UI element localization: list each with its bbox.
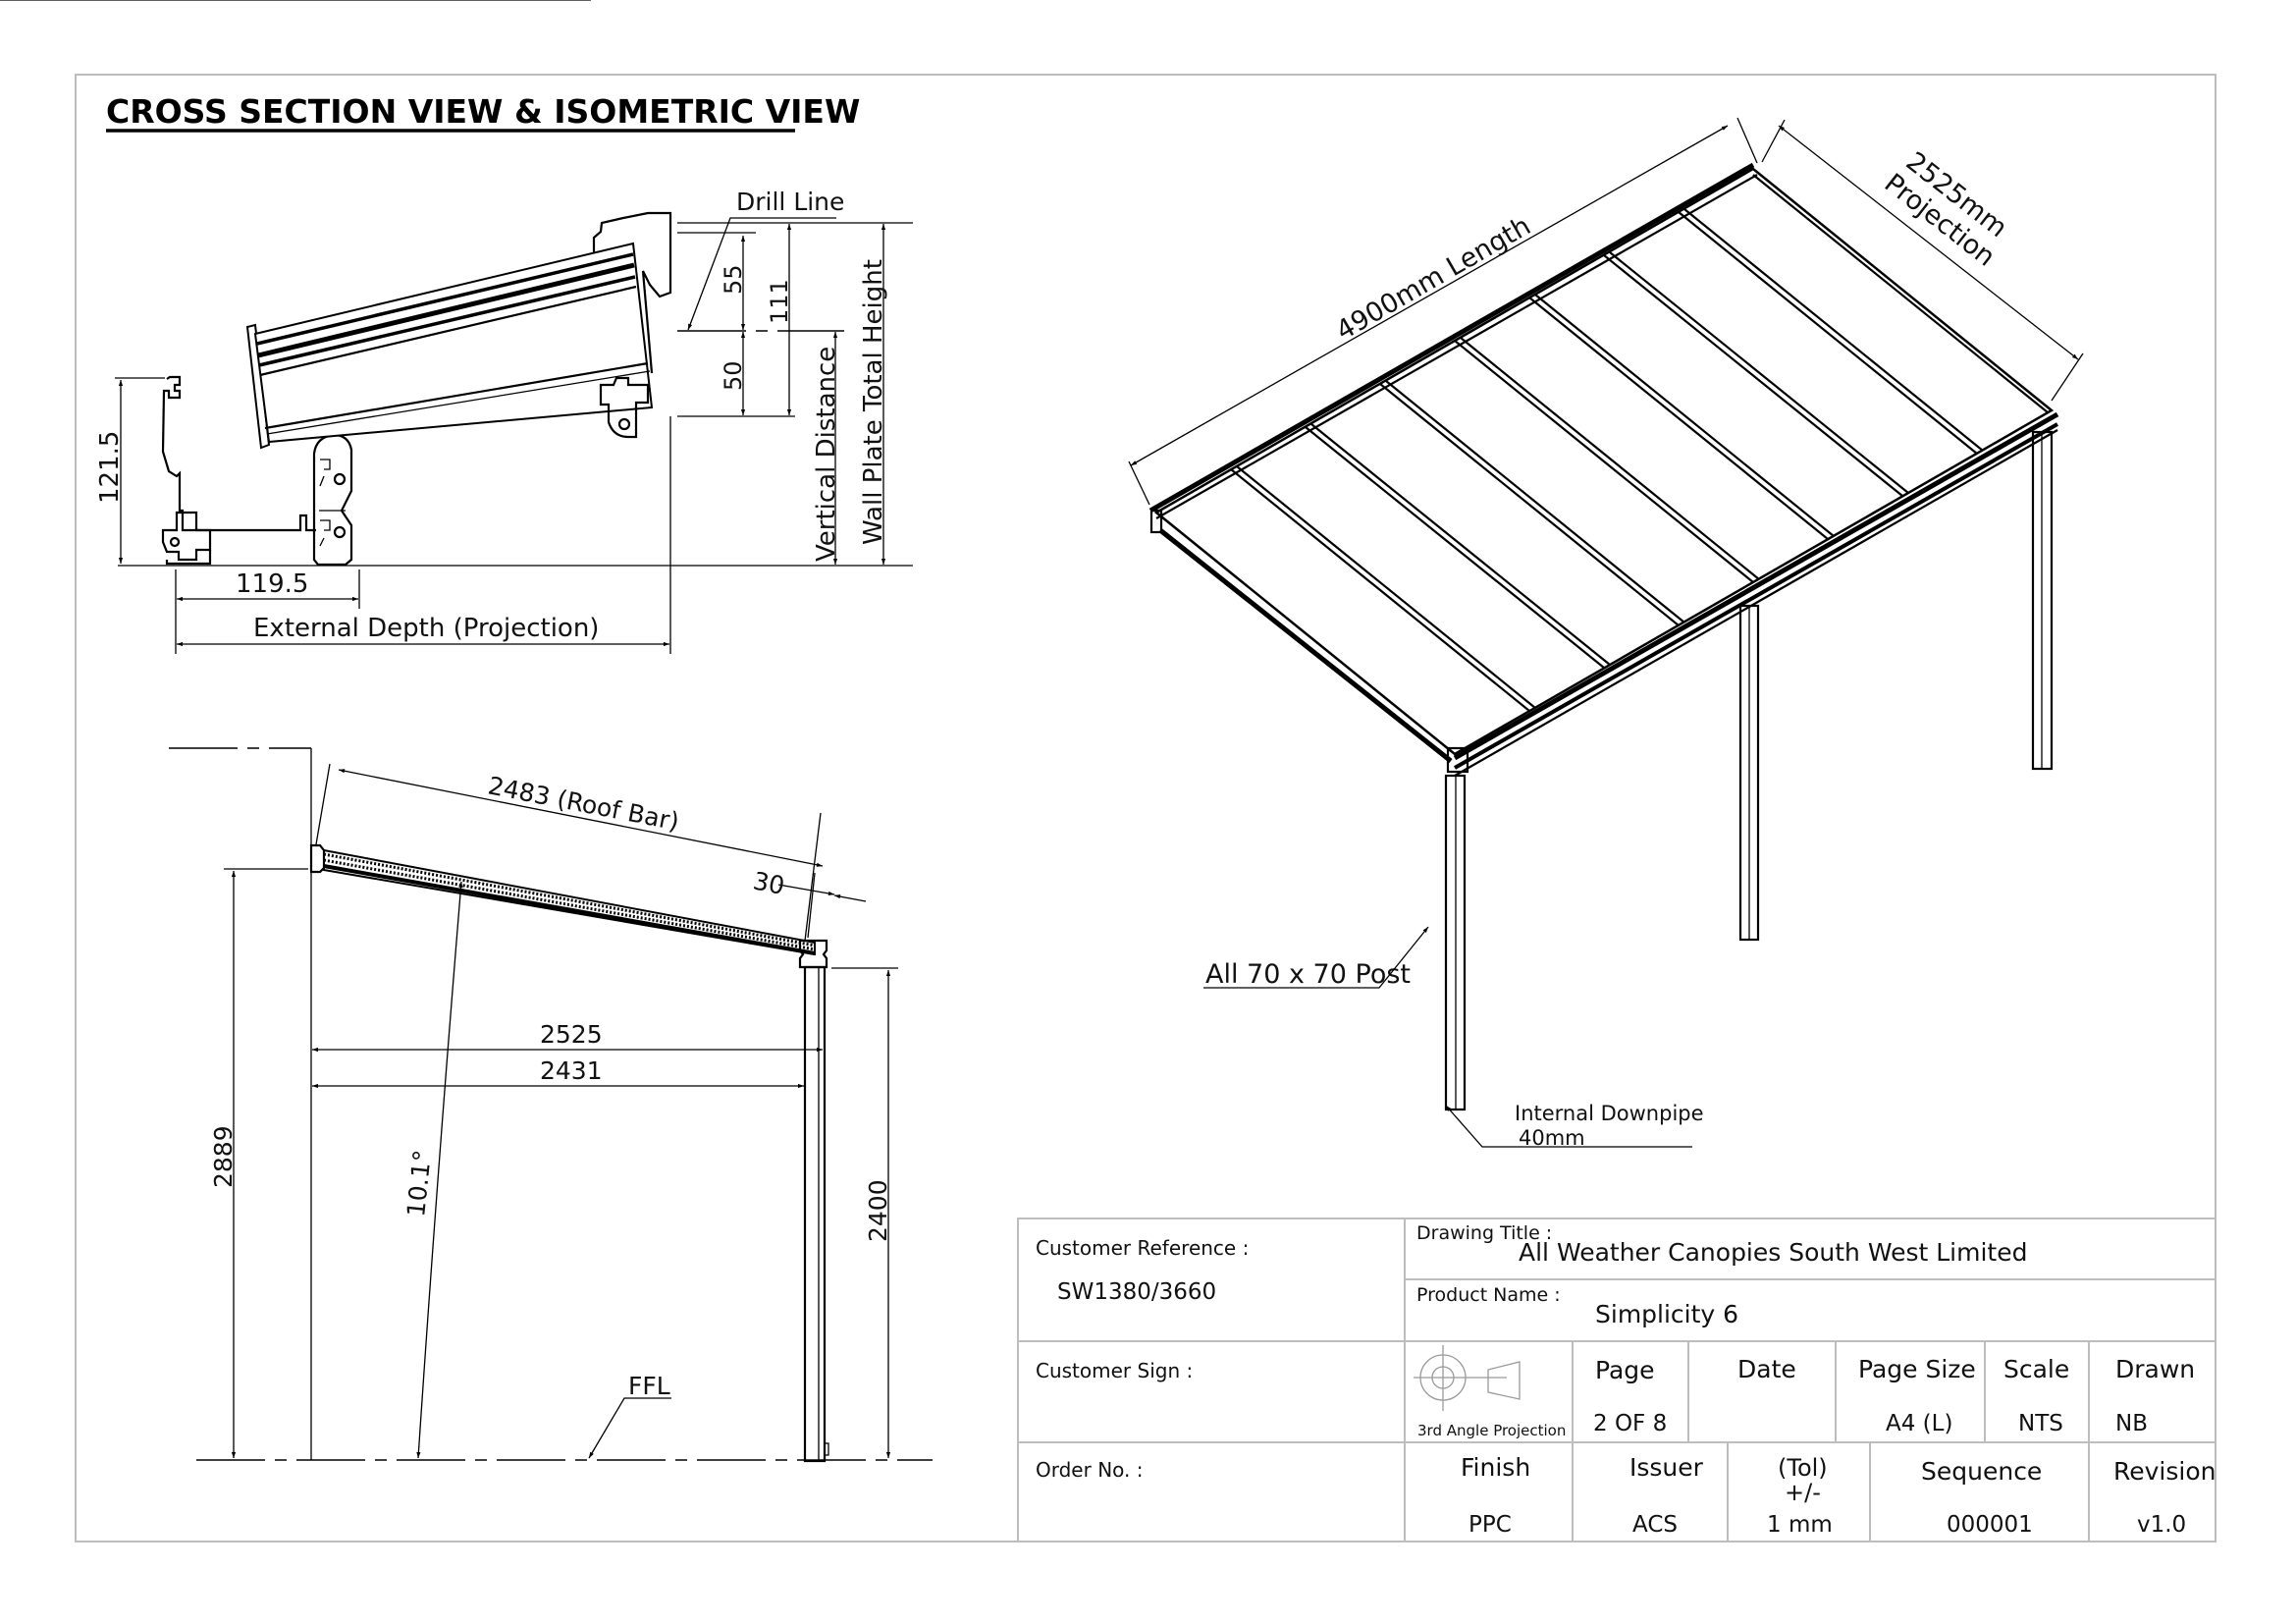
dim-2400: 2400 [864,1179,892,1242]
screw-boss [333,472,347,486]
downpipe-label-line1: Internal Downpipe [1515,1102,1704,1125]
roof-bar-section [245,242,654,450]
product-name-value: Simplicity 6 [1595,1300,1738,1328]
page-size-value: A4 (L) [1886,1411,1952,1436]
drawn-value: NB [2115,1411,2148,1436]
dim-2525: 2525 [540,1020,603,1049]
dim-55: 55 [720,264,747,295]
dim-111: 111 [766,279,793,324]
dim-50: 50 [720,360,747,391]
dim-30: 30 [751,866,787,900]
customer-reference-value: SW1380/3660 [1057,1279,1216,1305]
downpipe-label-line2: 40mm [1519,1126,1585,1150]
date-label: Date [1737,1355,1796,1383]
drill-line-label: Drill Line [736,188,844,216]
scale-value: NTS [2018,1411,2063,1436]
page-label: Page [1595,1356,1655,1384]
dim-2889: 2889 [209,1125,238,1188]
screw-boss [617,417,631,431]
ffl-label: FFL [628,1372,670,1400]
revision-label: Revision [2113,1457,2216,1486]
wall-plate-total-height-label: Wall Plate Total Height [859,259,888,545]
post-cap-inner [319,459,346,547]
third-angle-projection-icon [1414,1345,1521,1411]
gutter-base-left [165,550,212,566]
drawing-title-value: All Weather Canopies South West Limited [1519,1238,2027,1267]
projection-symbol-label: 3rd Angle Projection [1417,1422,1566,1439]
external-depth-label: External Depth (Projection) [253,614,599,643]
tolerance-label-line2: +/- [1785,1479,1821,1506]
drawn-label: Drawn [2115,1355,2195,1383]
drawing-title-label: Drawing Title : [1416,1222,1552,1244]
side-elevation-view: 2483 (Roof Bar) 30 2525 2431 2889 2400 1… [0,0,933,1463]
gutter-clip-left [161,511,212,562]
dim-119-5: 119.5 [236,569,308,599]
sheet-heading: CROSS SECTION VIEW & ISOMETRIC VIEW [106,92,860,131]
page-size-label: Page Size [1858,1355,1976,1383]
vertical-distance-label: Vertical Distance [812,347,841,562]
posts [1444,430,2054,1111]
finish-label: Finish [1461,1453,1530,1482]
wall-plate-block [309,843,326,874]
issuer-value: ACS [1632,1512,1678,1538]
finish-value: PPC [1468,1512,1512,1538]
tolerance-value: 1 mm [1767,1512,1833,1538]
product-name-label: Product Name : [1416,1284,1561,1306]
scale-label: Scale [2003,1355,2069,1383]
customer-reference-label: Customer Reference : [1036,1236,1249,1260]
screw-boss [333,525,347,539]
tolerance-label-line1: (Tol) [1778,1454,1828,1482]
title-block: Customer Reference : SW1380/3660 Custome… [1017,1218,2216,1543]
order-no-label: Order No. : [1036,1458,1144,1482]
post-cap-profile [312,433,353,567]
gutter-block [798,939,828,969]
angle-label: 10.1° [401,1149,437,1218]
roof-bar-dim-label: 2483 (Roof Bar) [486,771,681,836]
wall-plate-profile [592,211,672,374]
customer-sign-label: Customer Sign : [1036,1359,1193,1382]
revision-value: v1.0 [2137,1512,2186,1538]
dim-121-5: 121.5 [95,431,125,504]
dim-2431: 2431 [540,1056,603,1085]
issuer-label: Issuer [1629,1453,1704,1482]
screw-boss [169,536,181,548]
gutter-profile [161,375,316,532]
page-value: 2 OF 8 [1593,1411,1667,1436]
wall-plate-clip [599,376,650,439]
cross-section-view: 55 50 111 Vertical Distance Wall Plate T… [95,188,913,654]
isometric-view: 4900mm Length 2525mm Projection All 70 x… [1128,117,2084,1150]
sequence-value: 000001 [1947,1512,2033,1538]
post-size-label: All 70 x 70 Post [1205,959,1411,990]
sequence-label: Sequence [1921,1457,2042,1486]
post-elevation [803,965,827,1463]
